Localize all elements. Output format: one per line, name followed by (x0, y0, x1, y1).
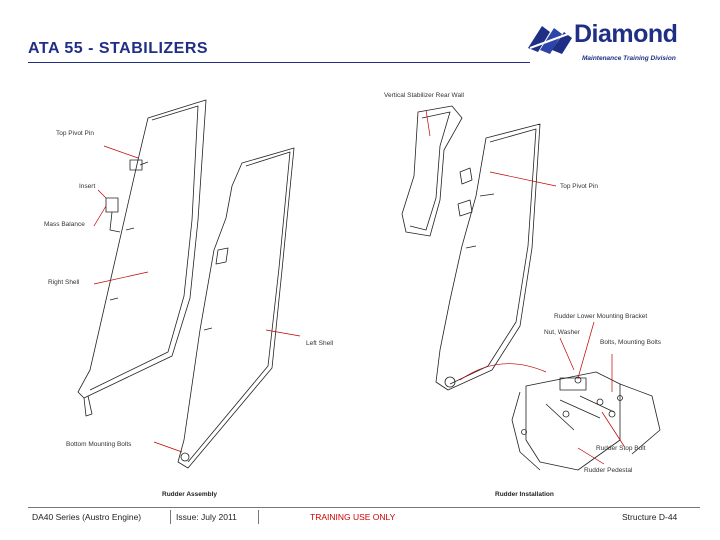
footer-separator (258, 510, 259, 524)
label-top-pivot-pin-right: Top Pivot Pin (560, 183, 598, 190)
footer-training-notice: TRAINING USE ONLY (310, 512, 396, 522)
caption-rudder-installation: Rudder Installation (495, 491, 554, 498)
footer-issue: Issue: July 2011 (176, 512, 237, 522)
footer-divider (28, 507, 700, 508)
label-top-pivot-pin-left: Top Pivot Pin (56, 130, 94, 137)
label-rudder-pedestal: Rudder Pedestal (584, 467, 633, 474)
logo-subtitle: Maintenance Training Division (582, 55, 676, 62)
logo-wordmark: Diamond (574, 20, 678, 48)
installed-rudder-outline (435, 123, 541, 391)
label-rudder-lower-mounting-bracket: Rudder Lower Mounting Bracket (554, 313, 647, 320)
label-right-shell: Right Shell (48, 279, 80, 286)
label-mass-balance: Mass Balance (44, 221, 85, 228)
label-stabilizer-rear-wall: Vertical Stabilizer Rear Wall (384, 92, 465, 99)
rudder-pedestal (525, 371, 621, 471)
left-shell-outline (177, 147, 295, 469)
right-shell-outline (77, 99, 207, 399)
rudder-drawing: Top Pivot Pin Insert Mass Balance Right … (44, 92, 662, 498)
label-insert: Insert (79, 183, 95, 190)
page-title: ATA 55 - STABILIZERS (28, 40, 209, 57)
title-underline (28, 62, 530, 63)
label-left-shell: Left Shell (306, 340, 334, 347)
caption-rudder-assembly: Rudder Assembly (162, 491, 217, 498)
footer-separator (170, 510, 171, 524)
label-nut-washer: Nut, Washer (544, 329, 581, 336)
label-bottom-mounting-bolts: Bottom Mounting Bolts (66, 441, 132, 448)
stabilizer-rear-wall (401, 105, 463, 237)
label-rudder-stop-bolt: Rudder Stop Bolt (596, 445, 646, 452)
label-bolts-mounting-bolts: Bolts, Mounting Bolts (600, 339, 662, 346)
diamond-logo-icon (528, 26, 572, 54)
diamond-logo: Diamond Maintenance Training Division (522, 20, 702, 70)
footer-series: DA40 Series (Austro Engine) (32, 512, 142, 522)
footer-page-number: Structure D-44 (622, 512, 678, 522)
